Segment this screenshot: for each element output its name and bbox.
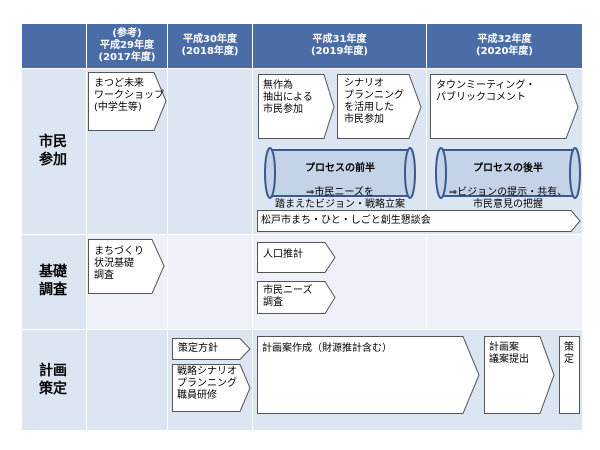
header-corner bbox=[22, 24, 86, 68]
phase1-banner bbox=[264, 147, 416, 199]
proposal-text: 計画案 議案提出 bbox=[489, 342, 529, 365]
needs-survey-text: 市民ニーズ 調査 bbox=[263, 285, 313, 308]
header-fy2020: 平成32年度 (2020年度) bbox=[427, 24, 582, 68]
header-fy2019: 平成31年度 (2019年度) bbox=[253, 24, 426, 68]
arrow-needs-survey bbox=[257, 281, 336, 314]
header-fy2018: 平成30年度 (2018年度) bbox=[168, 24, 252, 68]
council-text: 松戸市まち・ひと・しごと創生懇談会 bbox=[261, 215, 431, 226]
town-meeting-text: タウンミーティング・ パブリックコメント bbox=[436, 80, 536, 103]
arrow-population bbox=[257, 242, 336, 273]
arrow-proposal bbox=[484, 336, 555, 414]
header-fy2017: (参考) 平成29年度 (2017年度) bbox=[87, 24, 167, 68]
drafting-text: 計画案作成（財源推計含む） bbox=[262, 343, 392, 354]
row-citizen-text: 市民 参加 bbox=[39, 134, 67, 168]
row-plan-label: 計画 策定 bbox=[22, 330, 86, 430]
arrow-policy bbox=[172, 338, 251, 360]
urban-survey-text: まちづくり 状況基礎 調査 bbox=[94, 246, 144, 281]
arrow-scenario bbox=[337, 74, 422, 139]
phase1-title: プロセスの前半 bbox=[305, 163, 375, 174]
phase2-body: ⇒ビジョンの提示・共有、 市民意見の把握 bbox=[448, 187, 568, 210]
phase1-text: プロセスの前半 ⇒市民ニーズを 踏まえたビジョン・戦略立案 bbox=[272, 151, 408, 211]
phase1-body: ⇒市民ニーズを 踏まえたビジョン・戦略立案 bbox=[275, 187, 405, 210]
population-text: 人口推計 bbox=[263, 249, 303, 260]
row-survey-label: 基礎 調査 bbox=[22, 235, 86, 329]
arrow-town-meeting bbox=[430, 74, 579, 139]
policy-text: 策定方針 bbox=[178, 343, 218, 354]
arrow-council bbox=[257, 210, 581, 232]
phase2-banner bbox=[435, 147, 581, 199]
arrow-random bbox=[258, 74, 335, 139]
random-participation-text: 無作為 抽出による 市民参加 bbox=[263, 80, 313, 115]
arrow-drafting bbox=[257, 336, 480, 414]
training-text: 戦略シナリオ プランニング 職員研修 bbox=[177, 366, 237, 401]
finalize-text: 策 定 bbox=[564, 342, 574, 365]
arrow-urban-survey bbox=[88, 239, 165, 294]
phase2-title: プロセスの後半 bbox=[473, 163, 543, 174]
scenario-participation-text: シナリオ プランニング を活用した 市民参加 bbox=[344, 78, 404, 125]
arrow-training bbox=[172, 364, 251, 412]
row-survey-text: 基礎 調査 bbox=[39, 264, 67, 298]
arrow-workshop bbox=[88, 72, 167, 131]
finalize-box bbox=[559, 336, 580, 414]
workshop-text: まつど未来 ワークショップ (中学生等) bbox=[94, 78, 164, 113]
row-survey-band bbox=[87, 235, 582, 329]
phase2-text: プロセスの後半 ⇒ビジョンの提示・共有、 市民意見の把握 bbox=[441, 151, 575, 211]
row-citizen-label: 市民 参加 bbox=[22, 69, 86, 234]
row-plan-text: 計画 策定 bbox=[39, 363, 67, 397]
